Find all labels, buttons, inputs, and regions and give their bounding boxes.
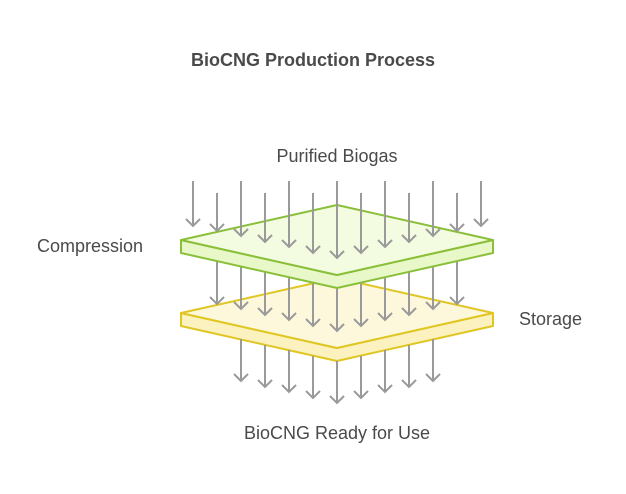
arrows-input-front-row <box>185 181 489 260</box>
down-arrow-icon <box>377 350 393 394</box>
down-arrow-icon <box>233 181 249 238</box>
down-arrow-icon <box>185 181 201 228</box>
down-arrow-icon <box>329 361 345 405</box>
down-arrow-icon <box>425 181 441 238</box>
input-label: Purified Biogas <box>276 146 398 166</box>
down-arrow-icon <box>209 261 225 306</box>
down-arrow-icon <box>305 193 321 255</box>
down-arrow-icon <box>425 266 441 311</box>
down-arrow-icon <box>449 261 465 306</box>
down-arrow-icon <box>233 339 249 383</box>
down-arrow-icon <box>353 283 369 328</box>
down-arrow-icon <box>281 350 297 394</box>
output-label: BioCNG Ready for Use <box>243 423 431 443</box>
storage-label: Storage <box>519 309 583 329</box>
down-arrow-icon <box>401 345 417 389</box>
down-arrow-icon <box>401 272 417 317</box>
down-arrow-icon <box>257 193 273 244</box>
arrows-between-layers-row <box>209 261 465 333</box>
down-arrow-icon <box>329 181 345 260</box>
down-arrow-icon <box>473 181 489 228</box>
compression-label: Compression <box>37 236 144 256</box>
down-arrow-icon <box>257 272 273 317</box>
down-arrow-icon <box>209 193 225 233</box>
down-arrow-icon <box>329 288 345 333</box>
down-arrow-icon <box>257 345 273 389</box>
down-arrow-icon <box>353 356 369 400</box>
down-arrow-icon <box>353 193 369 255</box>
down-arrow-icon <box>305 356 321 400</box>
down-arrow-icon <box>305 283 321 328</box>
down-arrow-icon <box>281 181 297 249</box>
down-arrow-icon <box>449 193 465 233</box>
arrows-output-row <box>233 339 441 405</box>
down-arrow-icon <box>401 193 417 244</box>
down-arrow-icon <box>281 277 297 322</box>
down-arrow-icon <box>377 181 393 249</box>
down-arrow-icon <box>233 266 249 311</box>
down-arrow-icon <box>377 277 393 322</box>
diagram-title: BioCNG Production Process <box>190 50 436 70</box>
down-arrow-icon <box>425 339 441 383</box>
